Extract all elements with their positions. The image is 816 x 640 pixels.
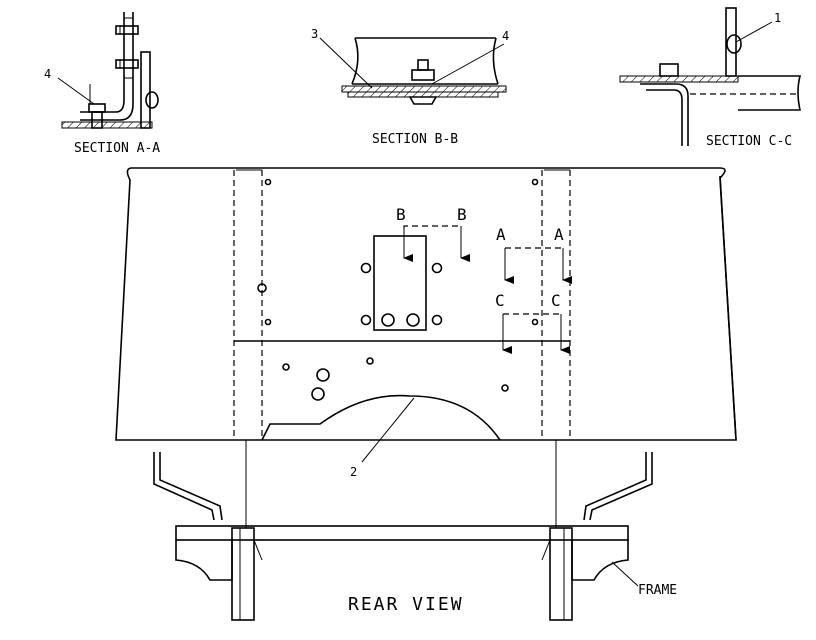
marker-c-left: C: [495, 291, 505, 310]
section-c-c-detail: 1 SECTION C-C: [619, 7, 802, 149]
rear-view-drawing: B B A A C C 2 FRAME: [115, 167, 737, 621]
frame-label: FRAME: [638, 583, 677, 598]
callout-2: 2: [350, 465, 357, 479]
marker-b-right: B: [457, 205, 467, 224]
marker-a-right: A: [554, 225, 564, 244]
rear-view-title: REAR VIEW: [348, 594, 464, 615]
marker-b-left: B: [396, 205, 406, 224]
section-b-title: SECTION B-B: [372, 132, 458, 147]
section-a-a-detail: 4 SECTION A-A: [44, 12, 160, 156]
section-a-title: SECTION A-A: [74, 141, 160, 156]
section-b-callout-4: 4: [502, 29, 509, 43]
section-c-title: SECTION C-C: [706, 134, 792, 149]
marker-a-left: A: [496, 225, 506, 244]
section-c-callout-1: 1: [774, 11, 781, 25]
section-b-callout-3: 3: [311, 27, 318, 41]
marker-c-right: C: [551, 291, 561, 310]
section-a-callout-4: 4: [44, 67, 51, 81]
section-b-b-detail: 3 4 SECTION B-B: [311, 27, 509, 147]
